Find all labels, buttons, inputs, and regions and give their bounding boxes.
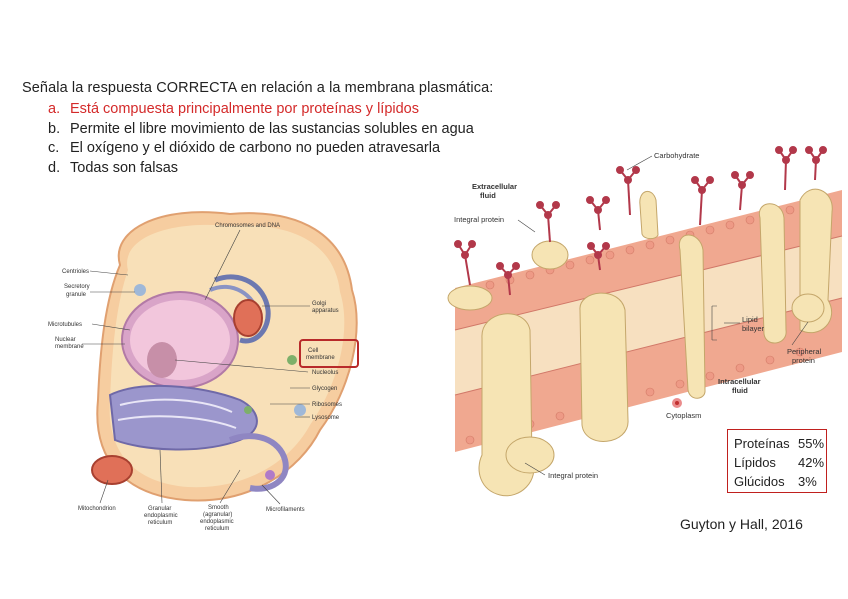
label-granular3: reticulum [148, 520, 172, 526]
label-microtubules: Microtubules [48, 322, 82, 328]
nucleolus [147, 342, 177, 378]
label-lipid1: Lipid [742, 315, 758, 324]
label-cytoplasm: Cytoplasm [666, 411, 701, 420]
composition-name: Glúcidos [734, 474, 785, 489]
label-ribosomes: Ribosomes [312, 402, 342, 408]
question-text: Señala la respuesta CORRECTA en relación… [22, 80, 494, 96]
option-a: a.Está compuesta principalmente por prot… [48, 101, 419, 117]
label-intracellular2: fluid [732, 386, 748, 395]
option-d: d.Todas son falsas [48, 159, 179, 176]
label-cellmem2: membrane [306, 355, 335, 361]
integral-protein-large [478, 313, 535, 497]
label-smooth4: reticulum [205, 526, 229, 532]
label-cellmem1: Cell [308, 348, 318, 354]
composition-row: Lípidos 42% [734, 453, 826, 472]
cell-membrane-highlight [299, 339, 359, 368]
label-granular1: Granular [148, 506, 171, 512]
label-microfilaments: Microfilaments [266, 507, 305, 513]
composition-row: Proteínas 55% [734, 434, 826, 453]
label-smooth3: endoplasmic [200, 519, 234, 525]
label-lipid2: bilayer [742, 324, 765, 333]
label-nucleolus: Nucleolus [312, 370, 338, 376]
composition-value: 42% [798, 455, 825, 470]
mitochondrion [91, 455, 133, 485]
label-golgi2: apparatus [312, 308, 339, 314]
label-lysosome: Lysosome [312, 415, 340, 421]
label-nuclear1: Nuclear [55, 337, 76, 343]
composition-box: Proteínas 55% Lípidos 42% Glúcidos 3% [727, 429, 827, 493]
options-list: a.Está compuesta principalmente por prot… [48, 100, 474, 178]
label-mitochondrion: Mitochondrion [78, 506, 116, 512]
label-granule: granule [66, 292, 87, 298]
option-b: b.Permite el libre movimiento de las sus… [48, 120, 474, 137]
label-nuclear2: membrane [55, 344, 84, 350]
composition-name: Lípidos [734, 455, 776, 470]
citation: Guyton y Hall, 2016 [680, 516, 803, 532]
label-glycogen: Glycogen [312, 386, 337, 392]
composition-name: Proteínas [734, 436, 790, 451]
label-smooth2: (agranular) [203, 512, 232, 518]
composition-row: Glúcidos 3% [734, 472, 826, 491]
composition-value: 55% [798, 436, 825, 451]
label-integral-top: Integral protein [454, 215, 504, 224]
label-granular2: endoplasmic [144, 513, 178, 519]
label-golgi1: Golgi [312, 301, 326, 307]
label-extracellular2: fluid [480, 191, 496, 200]
label-peripheral1: Peripheral [787, 347, 822, 356]
peripheral-protein [791, 293, 825, 323]
label-peripheral2: protein [792, 356, 815, 365]
label-integral-bottom: Integral protein [548, 471, 598, 480]
label-extracellular1: Extracellular [472, 182, 517, 191]
label-carbohydrate: Carbohydrate [654, 151, 699, 160]
nucleus [121, 291, 239, 389]
label-centrioles: Centrioles [62, 269, 89, 275]
option-c: c.El oxígeno y el dióxido de carbono no … [48, 140, 441, 156]
composition-value: 3% [798, 474, 817, 489]
label-chromosomes: Chromosomes and DNA [215, 223, 280, 229]
label-smooth1: Smooth [208, 505, 229, 511]
label-secretory: Secretory [64, 284, 90, 290]
label-intracellular1: Intracellular [718, 377, 761, 386]
